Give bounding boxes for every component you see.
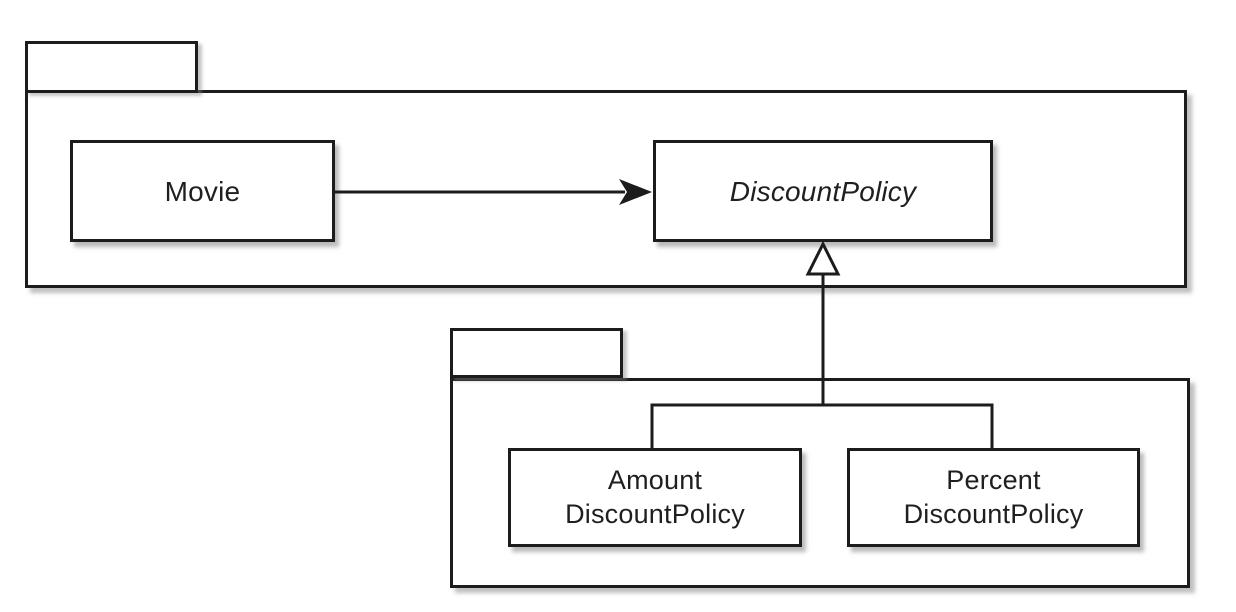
class-label-percentdiscountpolicy-line1: Percent — [946, 464, 1041, 495]
class-box-discountpolicy: DiscountPolicy — [653, 140, 993, 242]
package-bottom-tab — [450, 328, 623, 378]
class-label-discountpolicy: DiscountPolicy — [729, 175, 917, 207]
class-box-amountdiscountpolicy: Amount DiscountPolicy — [508, 448, 802, 547]
class-box-movie: Movie — [70, 140, 335, 242]
class-box-percentdiscountpolicy: Percent DiscountPolicy — [847, 448, 1140, 547]
class-label-percentdiscountpolicy-line2: DiscountPolicy — [903, 498, 1084, 529]
class-label-amountdiscountpolicy-line2: DiscountPolicy — [565, 498, 745, 529]
package-top-tab — [25, 41, 198, 93]
class-label-amountdiscountpolicy-line1: Amount — [607, 464, 703, 495]
class-label-movie: Movie — [164, 175, 241, 207]
